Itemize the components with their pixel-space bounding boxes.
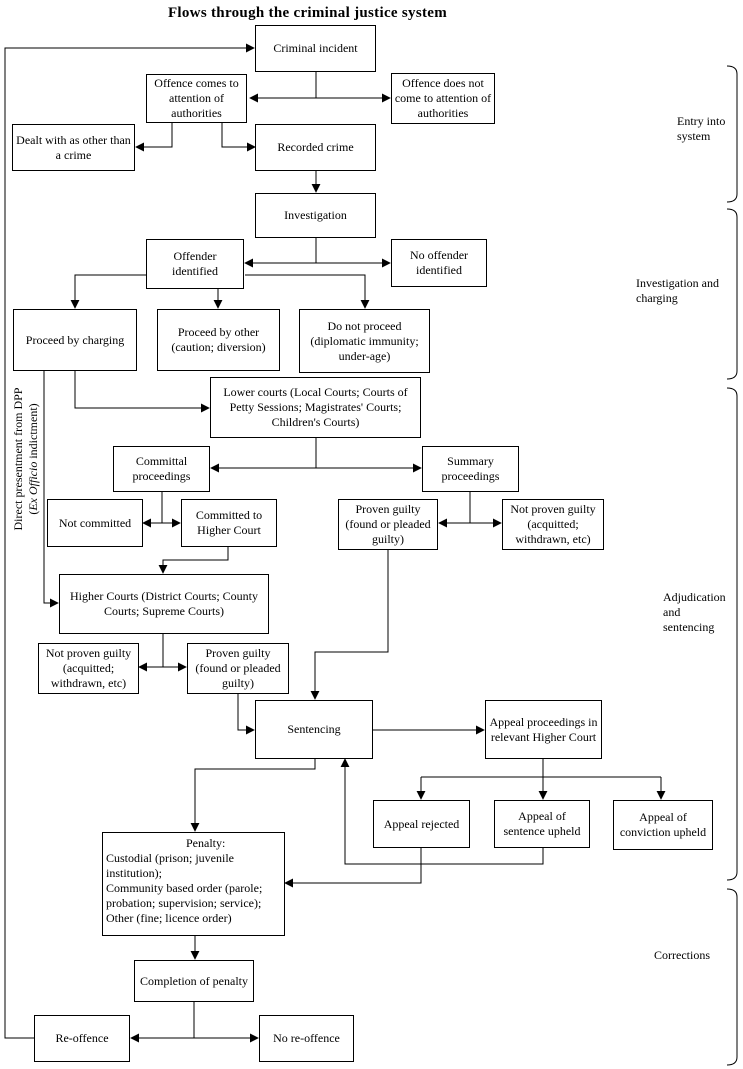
node-proven-guilty-lower: Proven guilty (found or pleaded guilty)	[338, 499, 438, 550]
node-appeal-proceedings: Appeal proceedings in relevant Higher Co…	[485, 700, 602, 759]
diagram-title: Flows through the criminal justice syste…	[167, 5, 448, 21]
node-sentencing: Sentencing	[255, 700, 373, 759]
node-recorded-crime: Recorded crime	[255, 124, 376, 171]
stage-entry-label: Entry into system	[677, 114, 726, 143]
stage-investigation-label: Investigation and charging	[636, 276, 719, 305]
node-investigation: Investigation	[255, 193, 376, 238]
penalty-custodial: Custodial (prison; juvenile institution)…	[106, 851, 234, 880]
stage-corrections-label: Corrections	[654, 948, 710, 962]
node-no-offender-identified: No offender identified	[391, 239, 487, 287]
node-offence-not-come-to-attention: Offence does not come to attention of au…	[391, 73, 495, 124]
node-do-not-proceed: Do not proceed (diplomatic immunity; und…	[299, 309, 430, 373]
node-completion-of-penalty: Completion of penalty	[134, 960, 254, 1002]
node-criminal-incident: Criminal incident	[255, 25, 376, 72]
direct-presentment-label: Direct presentment from DPP (Ex Officio …	[11, 387, 40, 531]
node-not-committed: Not committed	[47, 499, 143, 547]
penalty-title: Penalty:	[186, 836, 226, 850]
node-not-proven-guilty-higher: Not proven guilty (acquitted; withdrawn,…	[38, 643, 139, 694]
node-offender-identified: Offender identified	[146, 239, 244, 289]
node-proceed-by-other: Proceed by other (caution; diversion)	[157, 309, 280, 371]
node-committal-proceedings: Committal proceedings	[113, 446, 210, 492]
node-appeal-rejected: Appeal rejected	[373, 800, 470, 848]
node-no-re-offence: No re-offence	[259, 1015, 354, 1062]
penalty-other: Other (fine; licence order)	[106, 911, 232, 925]
penalty-community: Community based order (parole; probation…	[106, 881, 263, 910]
node-higher-courts: Higher Courts (District Courts; County C…	[59, 574, 269, 634]
node-penalty: Penalty: Custodial (prison; juvenile ins…	[102, 832, 285, 936]
node-proven-guilty-higher: Proven guilty (found or pleaded guilty)	[187, 643, 289, 694]
node-committed-to-higher-court: Committed to Higher Court	[181, 499, 277, 547]
node-offence-comes-to-attention: Offence comes to attention of authoritie…	[146, 74, 247, 123]
node-appeal-conviction-upheld: Appeal of conviction upheld	[613, 800, 713, 850]
node-dealt-with-other: Dealt with as other than a crime	[12, 124, 135, 171]
node-lower-courts: Lower courts (Local Courts; Courts of Pe…	[210, 377, 421, 438]
node-proceed-by-charging: Proceed by charging	[13, 309, 137, 371]
node-appeal-sentence-upheld: Appeal of sentence upheld	[494, 800, 590, 848]
node-re-offence: Re-offence	[34, 1015, 130, 1062]
stage-adjudication-label: Adjudication and sentencing	[663, 590, 726, 634]
node-not-proven-guilty-lower: Not proven guilty (acquitted; withdrawn,…	[502, 499, 604, 550]
node-summary-proceedings: Summary proceedings	[422, 446, 519, 492]
